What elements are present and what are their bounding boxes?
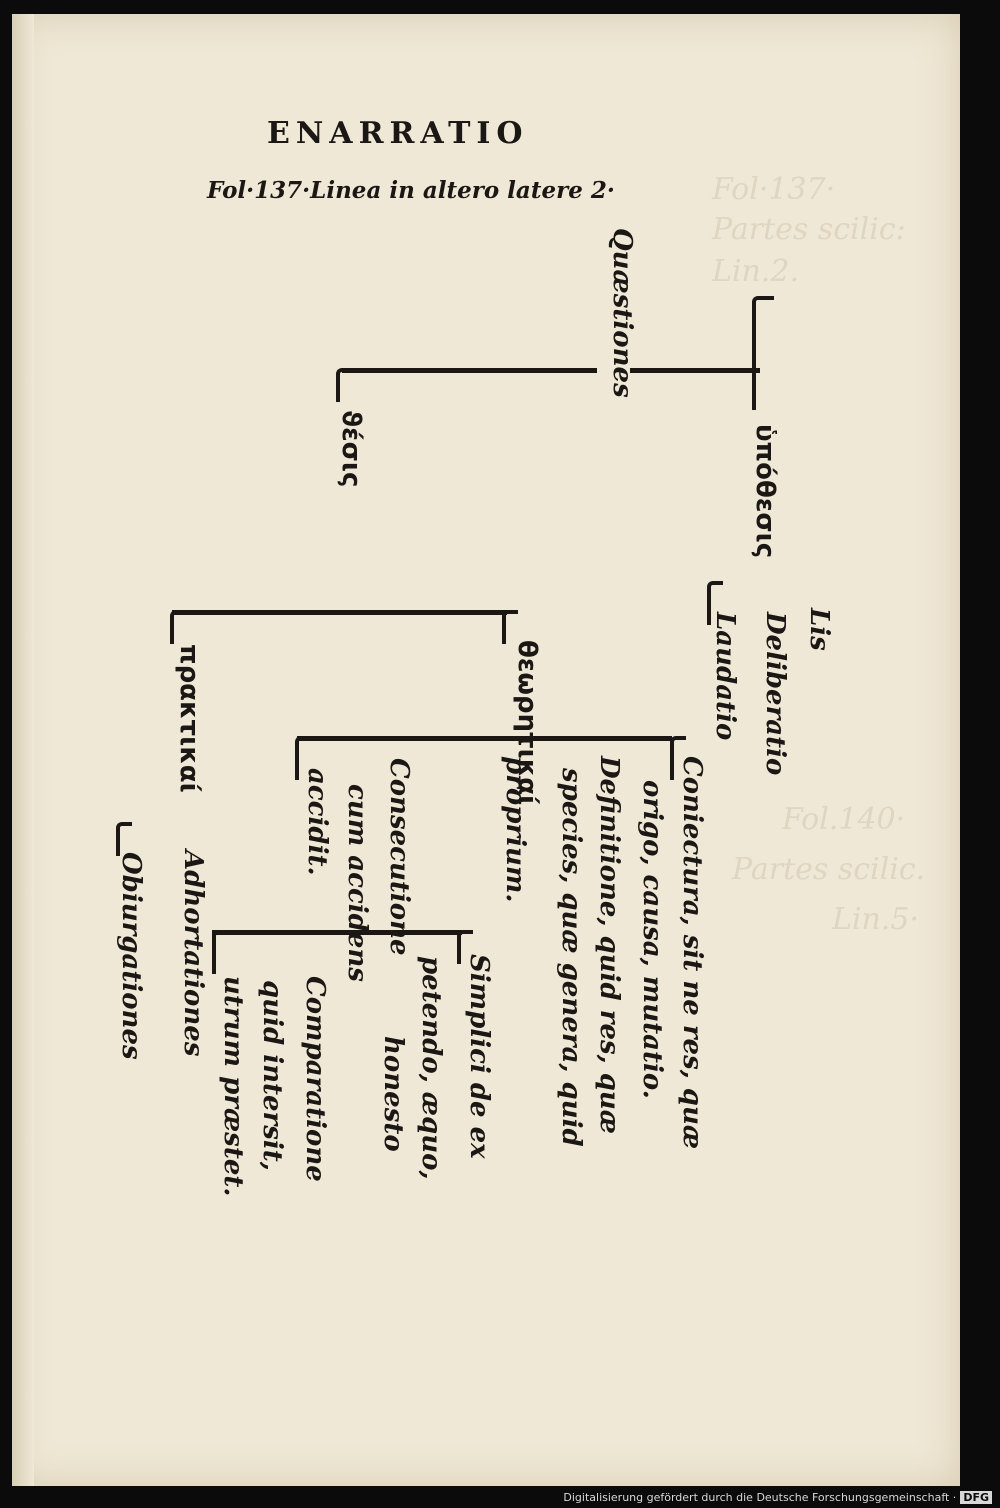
brace-thesis [336, 368, 356, 402]
theory-item-14: utrum præstet. [218, 976, 248, 1197]
brace-hypothesis-items [707, 581, 723, 625]
theory-item-8: accidit. [302, 768, 332, 876]
theory-item-2: origo, causa, mutatio. [637, 780, 667, 1099]
hypothesis-item-lis: Lis [804, 608, 834, 651]
brace-hypothesis [752, 296, 774, 410]
bleed-through-4: Fol.140· [782, 802, 906, 837]
theory-item-10: petendo, æquo, [416, 956, 446, 1180]
theory-item-9: Simplici de ex [464, 954, 494, 1159]
simplici-bar [212, 930, 462, 935]
bleed-through-3: Lin.2. [712, 254, 799, 289]
theory-bar [297, 736, 672, 741]
page-title: ENARRATIO [267, 116, 529, 151]
bleed-through-2: Partes scilic: [712, 212, 906, 247]
footer-text: Digitalisierung gefördert durch die Deut… [563, 1491, 957, 1504]
book-page: Fol·137· Partes scilic: Lin.2. Fol.140· … [12, 14, 960, 1486]
bleed-through-5: Partes scilic. [732, 852, 926, 887]
theory-item-1: Coniectura, sit ne res, quæ [677, 756, 707, 1150]
brace-simplici [457, 930, 473, 964]
thesis-practice-label: πρακτικαί [174, 644, 204, 793]
branch-thesis-label: ϑέσις [336, 410, 366, 488]
page-subtitle: Fol·137·Linea in altero latere 2· [207, 177, 615, 204]
theory-item-13: quid intersit, [257, 980, 287, 1171]
hypothesis-item-laudatio: Laudatio [710, 612, 740, 741]
practice-item-adhortationes: Adhortationes [178, 850, 208, 1057]
thesis-bar [172, 610, 507, 615]
theory-item-7: cum accidens [342, 784, 372, 982]
bleed-through-1: Fol·137· [712, 172, 836, 207]
practice-item-obiurgationes: Obiurgationes [116, 852, 146, 1060]
digitization-footer: Digitalisierung gefördert durch die Deut… [563, 1491, 992, 1504]
theory-item-11: honesto [378, 1036, 408, 1152]
theory-item-5: proprium. [500, 756, 530, 903]
brace-consecutione [295, 736, 311, 780]
brace-practice-items [116, 822, 132, 856]
theory-item-12: Comparatione [300, 976, 330, 1182]
bleed-through-6: Lin.5· [832, 902, 919, 937]
page-gutter [12, 14, 34, 1486]
dfg-logo: DFG [960, 1491, 992, 1504]
brace-theory [502, 610, 518, 644]
main-bar-left [342, 368, 597, 373]
brace-comparatione [212, 930, 228, 974]
theory-item-3: Definitione, quid res, quæ [594, 756, 624, 1135]
theory-item-6: Consecutione [384, 758, 414, 956]
main-bar-right [630, 368, 760, 373]
brace-coniectura [670, 736, 686, 780]
theory-item-4: species, quæ genera, quid [556, 768, 586, 1147]
branch-hypothesis-label: ὑπόθεσις [750, 424, 780, 559]
brace-practice [170, 610, 186, 644]
hypothesis-item-deliberatio: Deliberatio [760, 612, 790, 776]
